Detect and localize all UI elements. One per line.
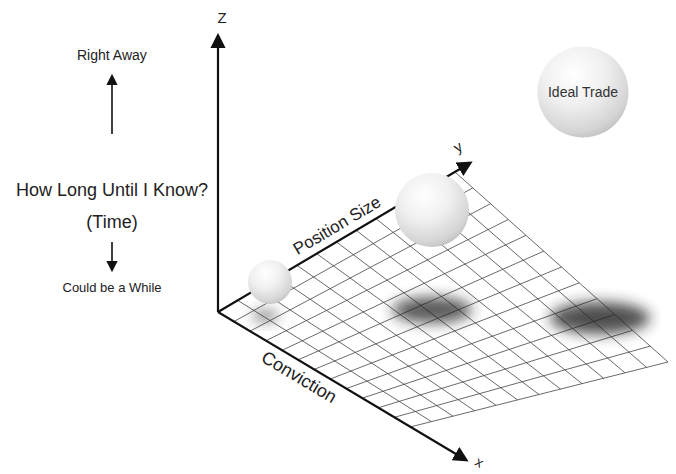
grid-line bbox=[376, 219, 582, 384]
grid-line bbox=[330, 283, 579, 379]
axis-label: Right Away bbox=[77, 47, 147, 63]
axis-label: Position Size bbox=[290, 192, 385, 259]
sphere-shadow bbox=[252, 311, 278, 321]
grid-line bbox=[314, 267, 562, 370]
axis-title: How Long Until I Know? (Time) bbox=[5, 174, 220, 238]
axis-label: Z bbox=[218, 9, 227, 26]
x-axis bbox=[218, 312, 466, 460]
grid-line bbox=[378, 330, 633, 408]
down-arrow bbox=[111, 242, 113, 270]
y-axis bbox=[218, 163, 470, 312]
z-axis bbox=[217, 36, 219, 312]
up-arrow bbox=[111, 76, 113, 134]
axis-label: Could be a While bbox=[63, 281, 162, 296]
grid-line bbox=[337, 242, 540, 395]
axis-label: y bbox=[450, 137, 465, 156]
grid-line bbox=[455, 172, 668, 362]
sphere bbox=[538, 47, 629, 138]
grid-line bbox=[394, 346, 650, 417]
axis-label: x bbox=[472, 453, 486, 470]
grid-plane bbox=[218, 172, 668, 427]
node-text: Ideal Trade bbox=[548, 84, 618, 100]
sphere-shadow bbox=[392, 297, 472, 323]
small-sphere bbox=[248, 260, 292, 304]
medium-sphere bbox=[395, 173, 469, 247]
grid-line bbox=[410, 362, 668, 427]
ideal-sphere: Ideal Trade bbox=[537, 46, 629, 138]
grid-line bbox=[356, 230, 560, 389]
sphere-shadow bbox=[550, 302, 650, 334]
